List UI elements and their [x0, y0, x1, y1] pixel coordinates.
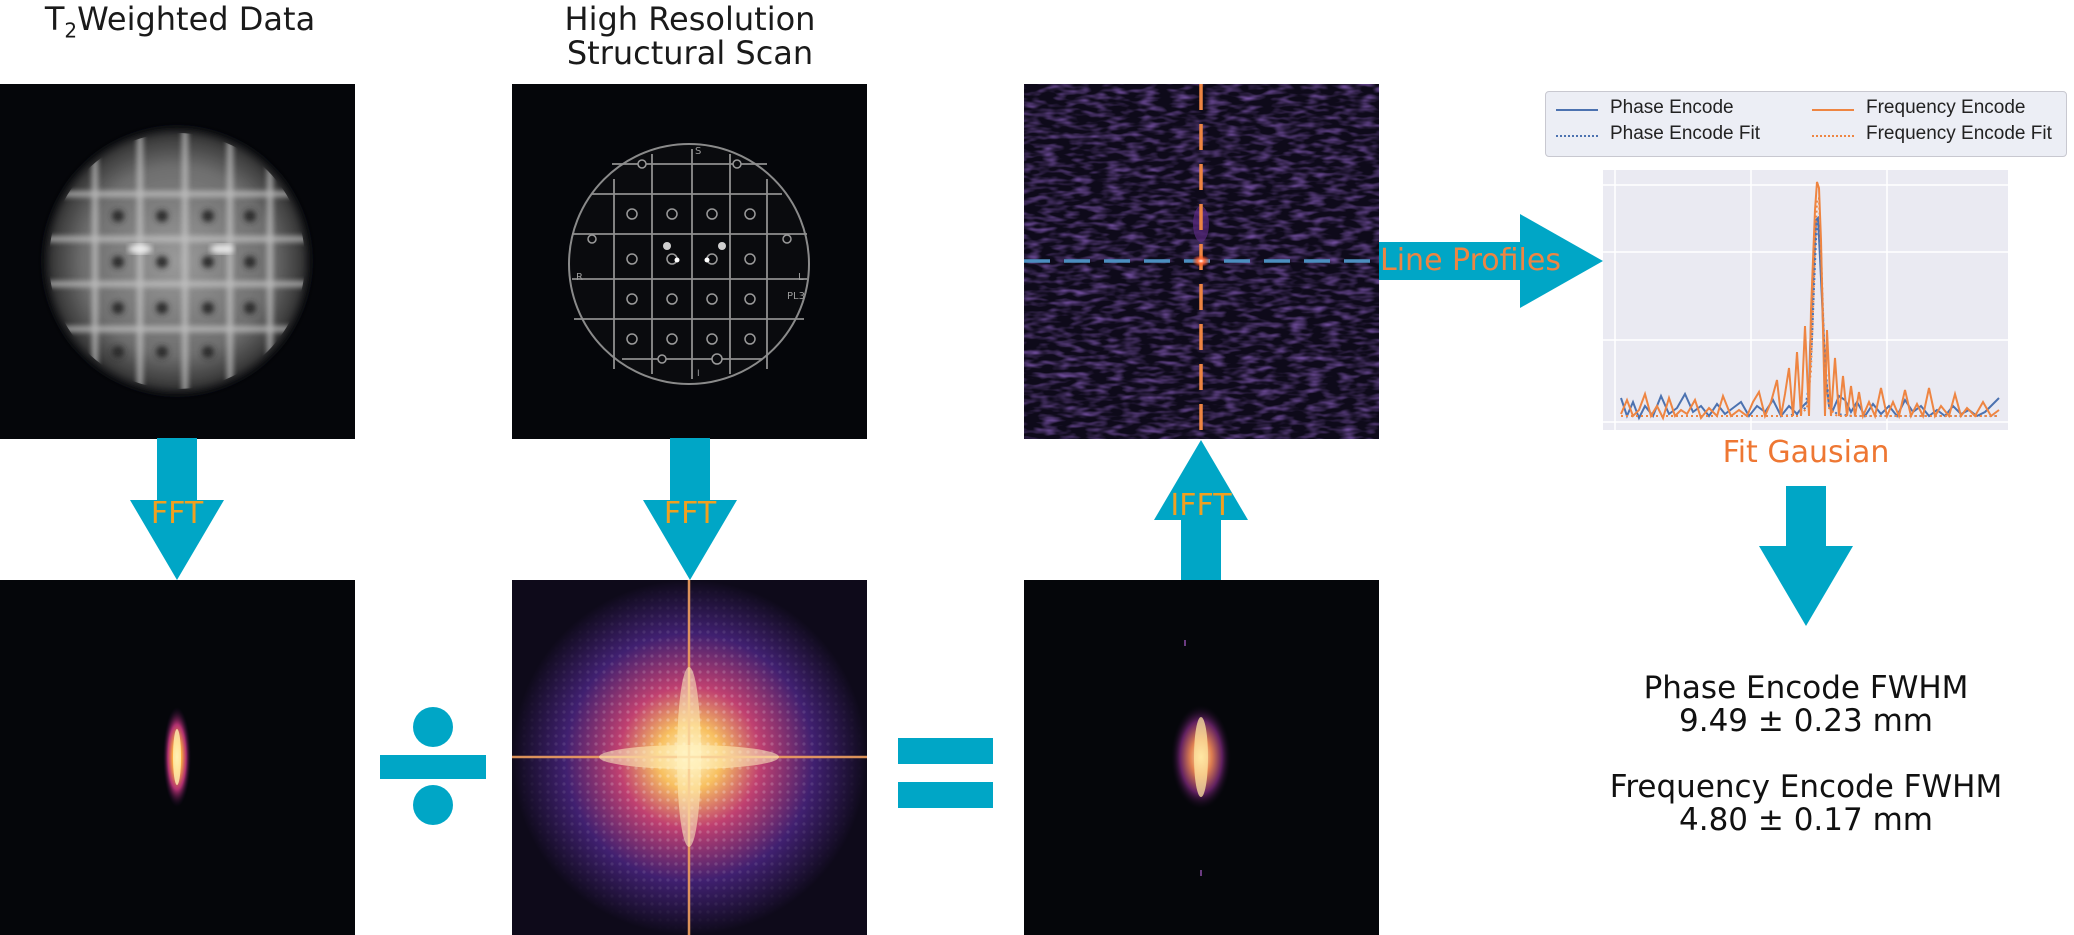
frequency-encode-series [1620, 181, 2000, 421]
results-arrow [1759, 486, 1853, 626]
phase-fwhm-value: 9.49 ± 0.23 mm [1679, 703, 1933, 739]
structural-fft-image [512, 580, 867, 935]
legend-phase-fit: Phase Encode Fit [1610, 123, 1760, 144]
freq-fit-swatch [1812, 135, 1854, 137]
freq-line-swatch [1812, 109, 1854, 111]
divide-sign [380, 707, 486, 825]
line-profiles-label: Line Profiles [1380, 243, 1561, 278]
legend-phase: Phase Encode [1610, 97, 1734, 118]
fft-label-2: FFT [663, 496, 717, 531]
frequency-fwhm-value: 4.80 ± 0.17 mm [1679, 802, 1933, 838]
phase-encode-fit [1621, 219, 1999, 417]
frequency-encode-fit [1621, 195, 1999, 417]
line-profile-plot [1603, 170, 2008, 430]
phantom-label-i: I [697, 369, 700, 379]
plot-legend: Phase Encode Phase Encode Fit Frequency … [1545, 91, 2067, 157]
phantom-label-r: R [576, 272, 583, 283]
hires-title: High Resolution Structural Scan [564, 0, 816, 72]
phantom-label-s: S [695, 146, 701, 157]
legend-frequency: Frequency Encode [1866, 97, 2026, 118]
frequency-fwhm-label: Frequency Encode FWHM [1609, 769, 2003, 805]
phantom-label-pl3: PL3 [787, 291, 805, 302]
phase-fwhm-label: Phase Encode FWHM [1643, 670, 1969, 706]
structural-scan-image: S R L PL3 I [512, 84, 867, 439]
t2-weighted-title: T2Weighted Data [44, 0, 316, 43]
equals-sign [898, 738, 993, 808]
t2-subscript: 2 [64, 18, 78, 43]
fit-gaussian-label: Fit Gausian [1722, 435, 1890, 470]
phantom-label-l: L [798, 272, 804, 283]
ifft-label: IFFT [1170, 488, 1232, 523]
psf-image [1024, 84, 1379, 439]
fft-label-1: FFT [150, 496, 204, 531]
phase-fit-swatch [1556, 135, 1598, 137]
phase-line-swatch [1556, 109, 1598, 111]
t2-weighted-image [0, 84, 355, 439]
division-result-image [1024, 580, 1379, 935]
legend-frequency-fit: Frequency Encode Fit [1866, 123, 2052, 144]
t2-fft-image [0, 580, 355, 935]
